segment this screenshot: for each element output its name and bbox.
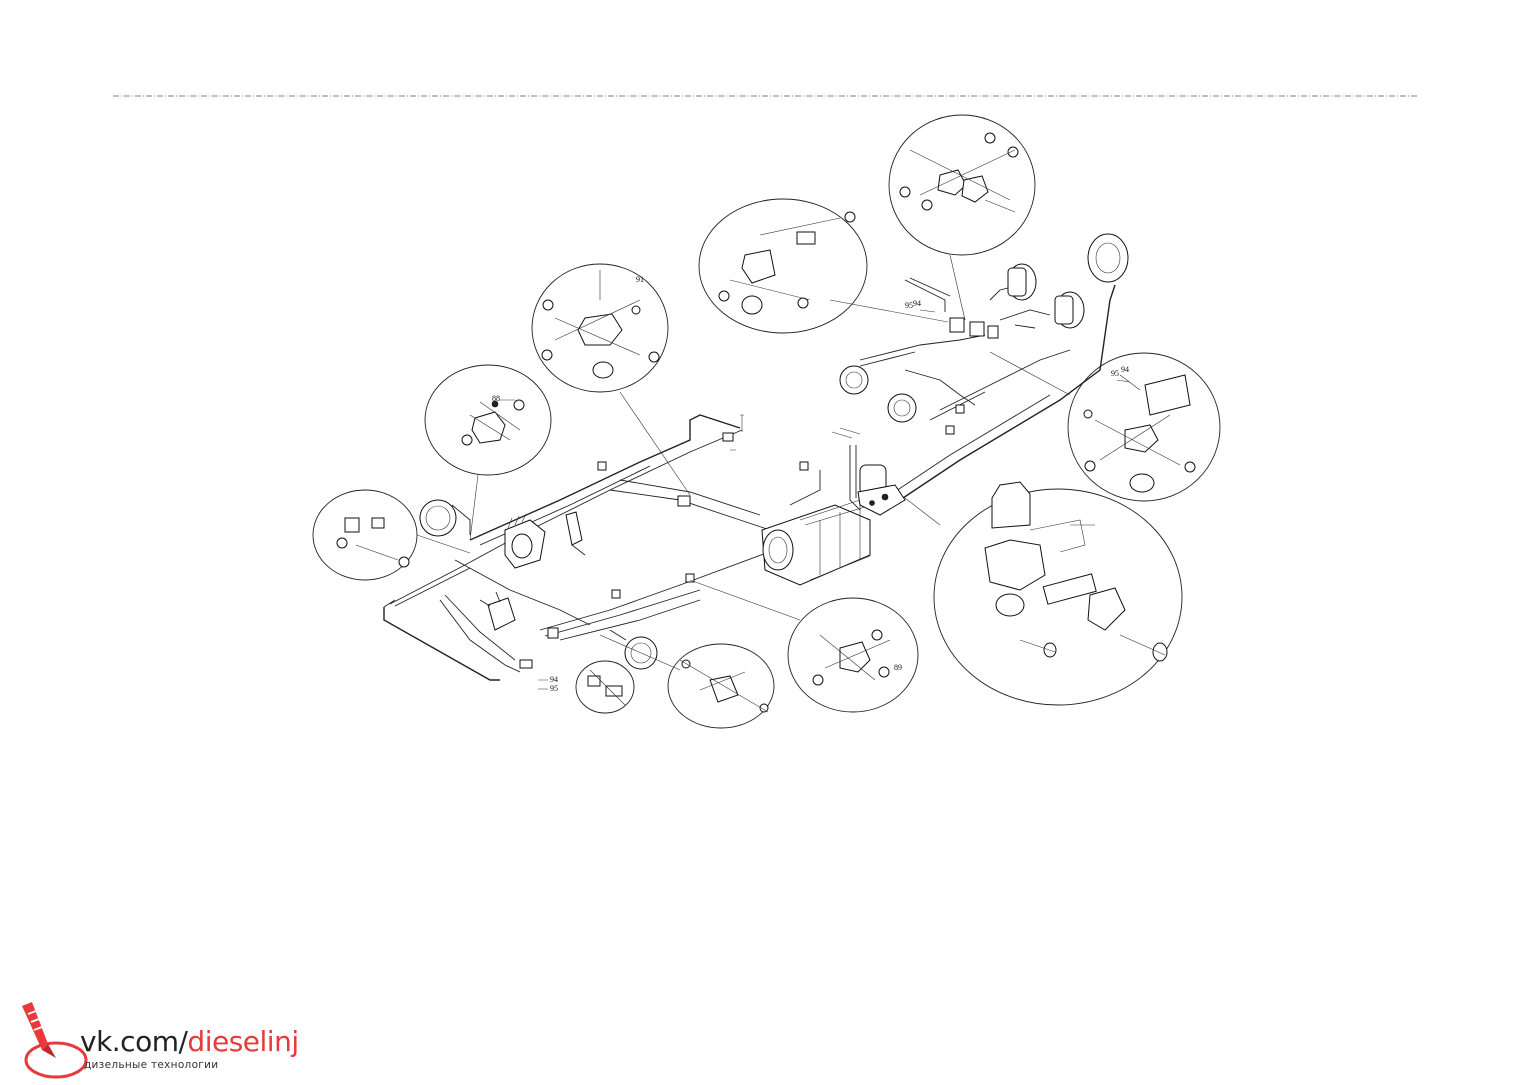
callout-95-rack: 95	[905, 301, 913, 310]
callout-88: 88	[492, 394, 500, 403]
detail-circle-89	[689, 579, 919, 713]
air-reservoir	[761, 499, 871, 586]
pipe-network	[383, 284, 1116, 681]
callout-labels: 88 89 91 94 95 95 94 95 94	[492, 275, 1129, 693]
detail-circle-air-dryer	[904, 481, 1183, 706]
watermark-url: vk.com/dieselinj	[80, 1025, 299, 1058]
air-dryer	[857, 464, 906, 516]
foot-brake-valve	[479, 591, 516, 631]
small-fittings	[519, 404, 965, 669]
watermark-subtitle: дизельные технологии	[84, 1059, 219, 1071]
detail-circle-88	[424, 364, 552, 541]
watermark-url-prefix: vk.com/	[80, 1025, 188, 1058]
callout-94-lower: 94	[550, 675, 558, 684]
callout-94-rack: 94	[913, 299, 921, 308]
detail-circle-95-94	[989, 351, 1221, 502]
callout-94-right: 94	[1121, 365, 1129, 374]
relay-valve-cluster	[904, 277, 999, 339]
callout-89: 89	[894, 663, 902, 672]
detail-circle-lower-small	[575, 660, 635, 714]
detail-circle-91	[531, 263, 691, 496]
rear-spring-chamber-1	[1007, 263, 1037, 301]
callout-95-right: 95	[1111, 369, 1119, 378]
callout-91: 91	[636, 275, 644, 284]
hand-lever	[565, 511, 586, 556]
detail-circle-lower-mid	[599, 634, 775, 729]
watermark-url-accent: dieselinj	[187, 1025, 299, 1058]
injector-logo-icon	[22, 1002, 88, 1079]
detail-circle-front-left	[312, 489, 471, 581]
detail-circle-upper-valve	[698, 198, 949, 334]
front-brake-chamber-left	[419, 499, 471, 537]
mid-brake-chamber-2	[887, 393, 917, 423]
callout-95-lower: 95	[550, 684, 558, 693]
mid-brake-chamber-1	[839, 365, 869, 395]
rear-spring-chamber-2	[1054, 291, 1085, 329]
rear-spring-chamber-top	[1087, 233, 1129, 283]
compressor	[504, 513, 546, 569]
detail-circle-top-right	[888, 114, 1036, 321]
